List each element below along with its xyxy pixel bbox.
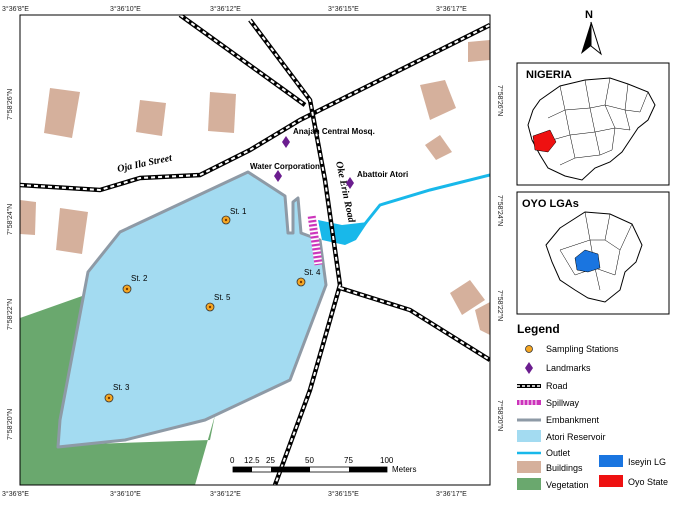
coord-top-2: 3°36'10"E bbox=[110, 5, 141, 13]
nigeria-inset-title: NIGERIA bbox=[526, 69, 572, 81]
graticule-labels: 3°36'8"E 3°36'10"E 3°36'12"E 3°36'15"E 3… bbox=[2, 5, 504, 498]
coord-left-2: 7°58'24"N bbox=[6, 204, 14, 235]
roads bbox=[20, 15, 490, 485]
coord-left-1: 7°58'26"N bbox=[6, 89, 14, 120]
coord-right-2: 7°58'24"N bbox=[496, 195, 504, 226]
legend-item-vegetation: Vegetation bbox=[546, 480, 589, 490]
coord-right-4: 7°58'20"N bbox=[496, 400, 504, 431]
legend-item-buildings: Buildings bbox=[546, 463, 583, 473]
legend-item-embankment: Embankment bbox=[546, 415, 600, 425]
scale-tick-25: 25 bbox=[266, 456, 275, 465]
station-label-2: St. 2 bbox=[131, 274, 148, 283]
outlet-stream bbox=[358, 173, 490, 231]
legend: Legend Sampling Stations Landmarks Road … bbox=[517, 322, 668, 490]
legend-item-outlet: Outlet bbox=[546, 448, 571, 458]
legend-buildings-icon bbox=[517, 461, 541, 473]
oyo-inset-title: OYO LGAs bbox=[522, 198, 579, 210]
main-map: Oja Ila Street Oke Erin Road Anajah Cent… bbox=[20, 15, 490, 485]
coord-bottom-5: 3°36'17"E bbox=[436, 490, 467, 498]
map-border bbox=[19, 14, 491, 486]
coord-top-5: 3°36'17"E bbox=[436, 5, 467, 13]
coord-top-4: 3°36'15"E bbox=[328, 5, 359, 13]
station-label-4: St. 4 bbox=[304, 268, 321, 277]
legend-station-icon bbox=[525, 345, 533, 353]
landmark-label-water: Water Corporation bbox=[250, 162, 320, 171]
coord-bottom-1: 3°36'8"E bbox=[2, 490, 29, 498]
landmark-abattoir-icon bbox=[346, 177, 354, 189]
legend-item-stations: Sampling Stations bbox=[546, 344, 619, 354]
legend-item-oyo: Oyo State bbox=[628, 477, 668, 487]
coord-bottom-2: 3°36'10"E bbox=[110, 490, 141, 498]
legend-item-reservoir: Atori Reservoir bbox=[546, 432, 606, 442]
sampling-stations bbox=[104, 215, 306, 403]
station-label-5: St. 5 bbox=[214, 293, 231, 302]
atori-reservoir bbox=[56, 170, 328, 449]
legend-title: Legend bbox=[517, 322, 560, 336]
station-label-1: St. 1 bbox=[230, 207, 247, 216]
oyo-inset: OYO LGAs bbox=[516, 191, 670, 315]
coord-bottom-4: 3°36'15"E bbox=[328, 490, 359, 498]
station-label-3: St. 3 bbox=[113, 383, 130, 392]
coord-left-3: 7°58'22"N bbox=[6, 299, 14, 330]
buildings bbox=[20, 40, 490, 335]
scale-bar bbox=[232, 466, 388, 473]
legend-oyo-icon bbox=[599, 475, 623, 487]
iseyin-highlight bbox=[574, 249, 601, 273]
nigeria-inset: NIGERIA bbox=[516, 62, 670, 186]
legend-spillway-icon bbox=[517, 400, 541, 405]
legend-item-landmarks: Landmarks bbox=[546, 363, 591, 373]
legend-reservoir-icon bbox=[517, 430, 541, 442]
landmark-label-abattoir: Abattoir Atori bbox=[357, 170, 408, 179]
coord-bottom-3: 3°36'12"E bbox=[210, 490, 241, 498]
coord-right-1: 7°58'26"N bbox=[496, 85, 504, 116]
spillway bbox=[307, 214, 323, 266]
vegetation-area bbox=[20, 295, 215, 485]
scale-tick-0: 0 bbox=[230, 456, 235, 465]
scale-tick-50: 50 bbox=[305, 456, 314, 465]
scale-tick-100: 100 bbox=[380, 456, 394, 465]
landmark-label-mosque: Anajah Central Mosq. bbox=[293, 127, 375, 136]
legend-vegetation-icon bbox=[517, 478, 541, 490]
coord-top-1: 3°36'8"E bbox=[2, 5, 29, 13]
north-label: N bbox=[585, 9, 593, 21]
north-arrow: N bbox=[581, 9, 602, 56]
oyo-state-highlight bbox=[532, 129, 557, 153]
scale-unit: Meters bbox=[392, 465, 416, 474]
legend-iseyin-icon bbox=[599, 455, 623, 467]
coord-top-3: 3°36'12"E bbox=[210, 5, 241, 13]
scale-tick-75: 75 bbox=[344, 456, 353, 465]
landmark-water-icon bbox=[274, 170, 282, 182]
landmark-mosque-icon bbox=[282, 136, 290, 148]
scale-tick-12-5: 12.5 bbox=[244, 456, 260, 465]
coord-left-4: 7°58'20"N bbox=[6, 409, 14, 440]
coord-right-3: 7°58'22"N bbox=[496, 290, 504, 321]
legend-item-iseyin: Iseyin LG bbox=[628, 457, 666, 467]
legend-item-spillway: Spillway bbox=[546, 398, 580, 408]
legend-item-road: Road bbox=[546, 381, 568, 391]
legend-landmark-icon bbox=[525, 362, 533, 374]
